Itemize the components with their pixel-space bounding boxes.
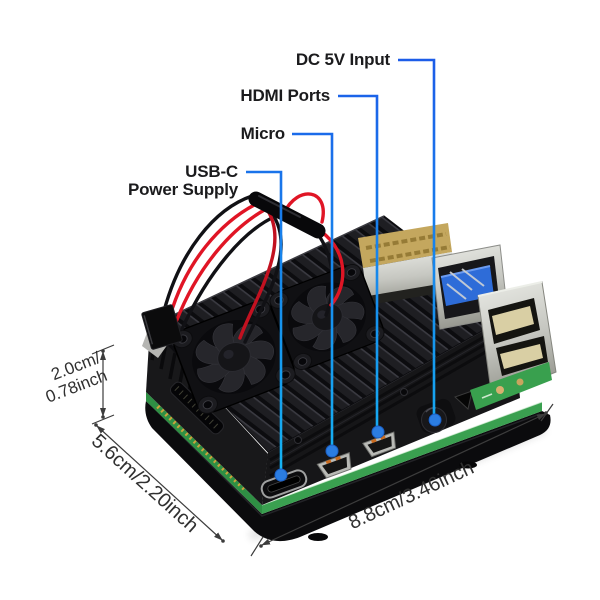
triangle-mark <box>454 390 473 410</box>
callout-dot-usb-c <box>274 468 288 482</box>
dimension-line-width <box>261 413 546 546</box>
callout-dot-dc <box>428 413 442 427</box>
callout-lines <box>246 58 436 469</box>
pcb-right-patch <box>470 362 552 410</box>
callout-line-usb-c <box>246 170 283 469</box>
callout-label-usb-c-power-supply: USB-C Power Supply <box>127 162 238 199</box>
callout-line-hdmi <box>338 94 379 426</box>
dimension-lines <box>91 344 554 557</box>
fan-connector <box>141 304 183 358</box>
callout-dot-micro <box>325 444 339 458</box>
dimension-line-depth <box>96 425 223 541</box>
callout-dot-hdmi <box>371 425 385 439</box>
callout-label-micro: Micro <box>240 124 286 143</box>
callout-line-dc <box>398 58 436 414</box>
cable-sleeve <box>248 191 326 239</box>
callout-label-hdmi-ports: HDMI Ports <box>240 86 330 105</box>
callout-label-dc-5v-input: DC 5V Input <box>295 50 390 69</box>
callout-line-micro <box>292 132 334 445</box>
